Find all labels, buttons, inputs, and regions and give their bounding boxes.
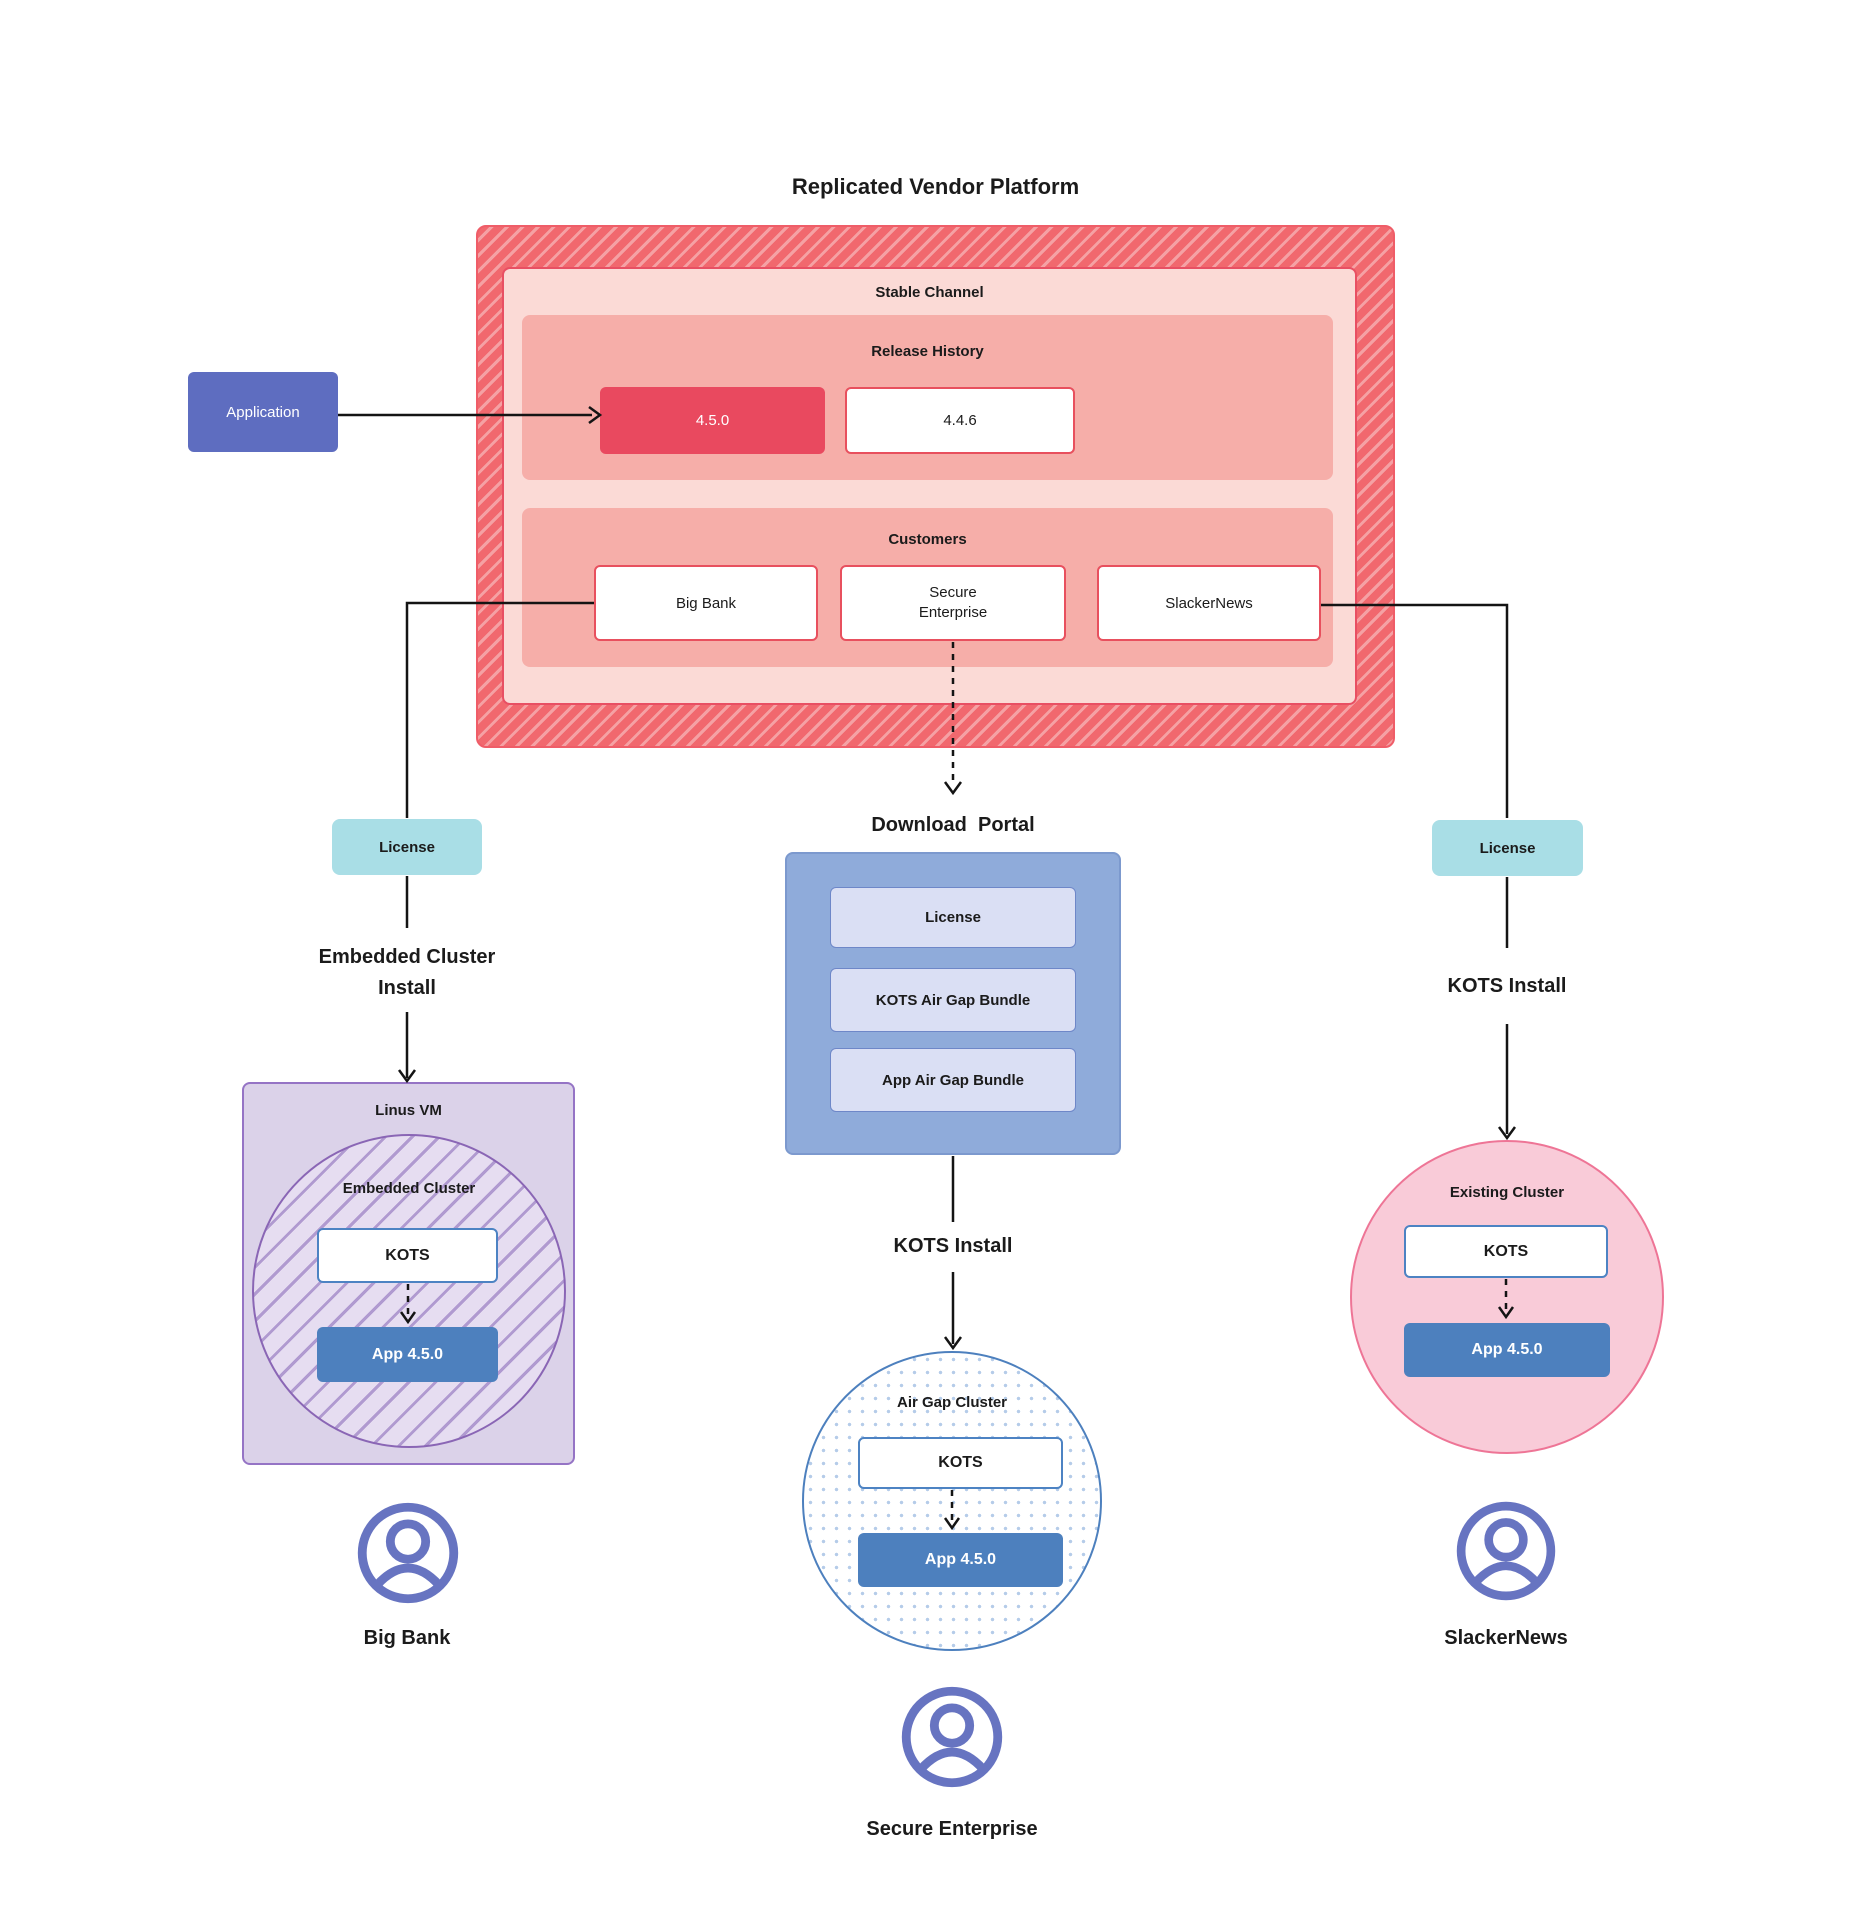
linus-vm-label: Linus VM <box>375 1102 442 1119</box>
center-kots-box: KOTS <box>858 1437 1063 1489</box>
left-app-box: App 4.5.0 <box>317 1327 498 1382</box>
portal-app-airgap-bundle-box: App Air Gap Bundle <box>830 1048 1076 1112</box>
big-bank-name: Big Bank <box>363 1627 451 1649</box>
embedded-cluster-label: Embedded Cluster <box>342 1180 476 1197</box>
slackernews-name: SlackerNews <box>1444 1627 1568 1649</box>
secure-enterprise-name: Secure Enterprise <box>866 1818 1038 1840</box>
slackernews-user-icon <box>1456 1501 1556 1601</box>
center-kots-install-label: KOTS Install <box>893 1235 1013 1257</box>
right-down-arrowhead-icon <box>1497 1126 1517 1141</box>
left-down-arrowhead-icon <box>397 1069 417 1084</box>
release-4-4-6: 4.4.6 <box>845 387 1075 454</box>
release-4-5-0: 4.5.0 <box>600 387 825 454</box>
center-down-arrowhead-icon <box>943 1336 963 1351</box>
portal-kots-airgap-bundle-box: KOTS Air Gap Bundle <box>830 968 1076 1032</box>
portal-arrowhead-icon <box>943 781 963 796</box>
left-kots-box: KOTS <box>317 1228 498 1283</box>
customer-slackernews: SlackerNews <box>1097 565 1321 641</box>
right-license-box: License <box>1432 820 1583 876</box>
secure-enterprise-user-icon <box>901 1686 1003 1788</box>
left-license-box: License <box>332 819 482 875</box>
embedded-cluster-install-label: Embedded Cluster Install <box>318 946 496 999</box>
diagram-title: Replicated Vendor Platform <box>791 174 1080 199</box>
customers-label: Customers <box>888 531 967 548</box>
right-kots-install-label: KOTS Install <box>1447 975 1567 997</box>
air-gap-cluster-label: Air Gap Cluster <box>896 1394 1008 1411</box>
application-box: Application <box>188 372 338 452</box>
portal-license-box: License <box>830 887 1076 948</box>
existing-cluster-label: Existing Cluster <box>1449 1184 1565 1201</box>
stable-channel-label: Stable Channel <box>875 284 984 301</box>
right-app-box: App 4.5.0 <box>1404 1323 1610 1377</box>
customer-big-bank: Big Bank <box>594 565 818 641</box>
right-kots-box: KOTS <box>1404 1225 1608 1278</box>
big-bank-user-icon <box>357 1502 459 1604</box>
download-portal-label: Download Portal <box>871 814 1035 836</box>
customer-secure-enterprise: Secure Enterprise <box>840 565 1066 641</box>
release-history-label: Release History <box>871 343 984 360</box>
center-app-box: App 4.5.0 <box>858 1533 1063 1587</box>
